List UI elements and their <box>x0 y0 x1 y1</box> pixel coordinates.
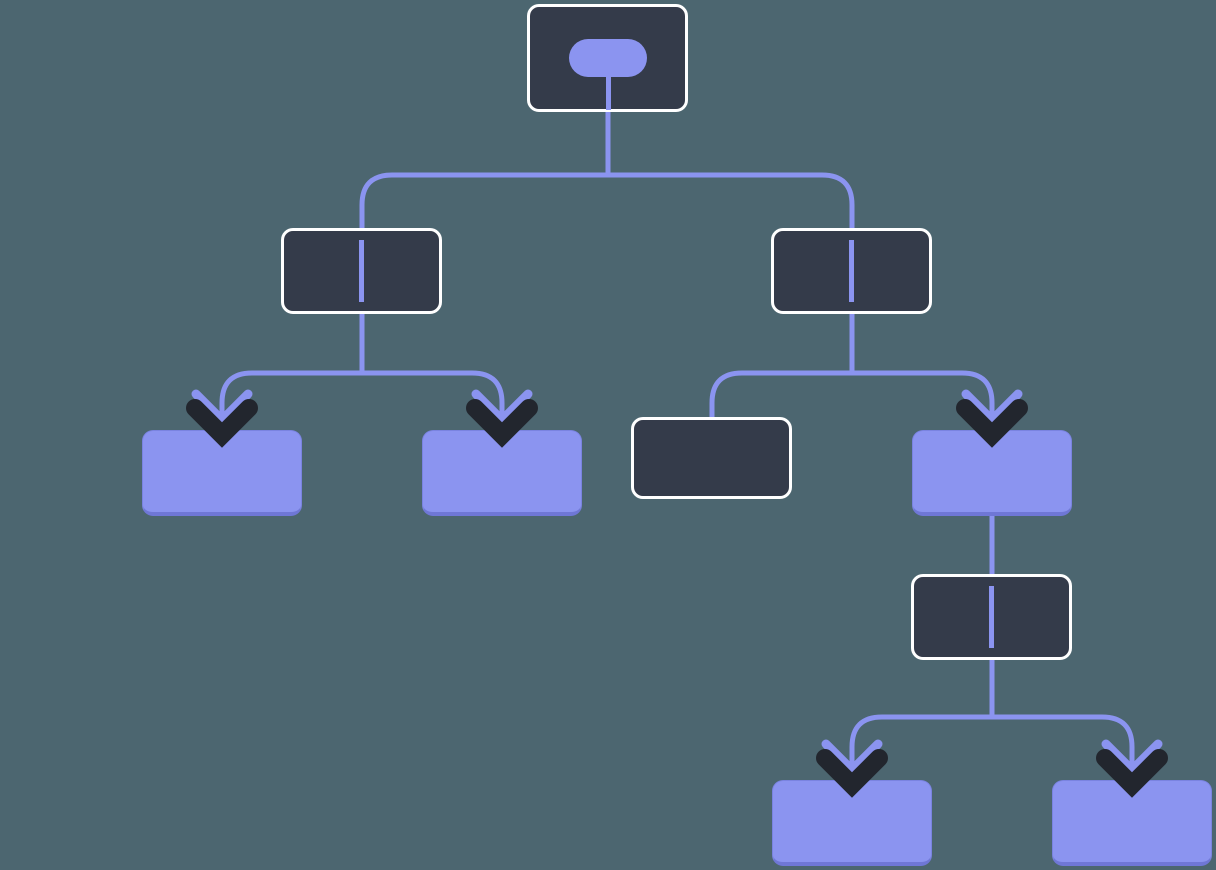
root-node-stem <box>605 75 611 110</box>
node-n7[interactable] <box>911 574 1072 660</box>
node-n6[interactable] <box>912 430 1072 516</box>
root-node-pill <box>569 39 647 77</box>
node-n5[interactable] <box>631 417 792 499</box>
node-inner-connector-line <box>989 586 994 648</box>
node-n4[interactable] <box>422 430 582 516</box>
node-inner-connector-line <box>849 240 854 302</box>
node-n8[interactable] <box>772 780 932 866</box>
node-n2[interactable] <box>771 228 932 314</box>
node-n3[interactable] <box>142 430 302 516</box>
node-n9[interactable] <box>1052 780 1212 866</box>
node-inner-connector-line <box>359 240 364 302</box>
node-n1[interactable] <box>281 228 442 314</box>
